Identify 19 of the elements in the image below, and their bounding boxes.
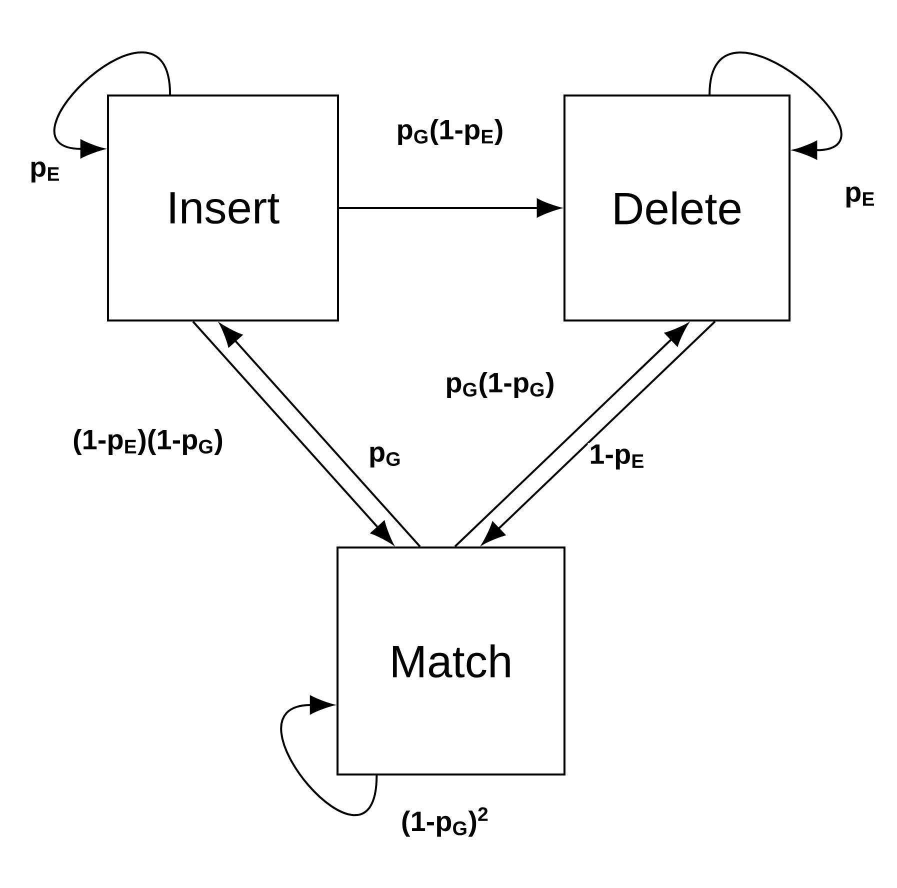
arrow	[482, 320, 716, 545]
arrow	[708, 52, 842, 160]
arrow	[220, 324, 421, 548]
edge-label: p$_{G}$(1-p$_{E}$)	[394, 118, 506, 146]
edge-label: (1-p$_{G}$)$^{2}$	[400, 806, 490, 838]
arrow	[454, 323, 688, 548]
state-box: Match	[336, 546, 566, 776]
state-box: Insert	[107, 94, 339, 322]
arrow	[192, 320, 394, 544]
edge-label: p$_{E}$	[843, 185, 877, 209]
edge-label: p$_{G}$(1-p$_{G}$)	[444, 370, 556, 400]
arrow	[280, 696, 378, 816]
edge-label: p$_{E}$	[28, 160, 62, 184]
arrow	[54, 52, 172, 158]
arrow	[339, 198, 560, 218]
edge-label: p$_{G}$	[367, 445, 403, 469]
state-box: Delete	[563, 94, 791, 322]
edge-label: 1-p$_{E}$	[588, 443, 646, 471]
edge-label: (1-p$_{E}$)(1-p$_{G}$)	[71, 428, 225, 456]
